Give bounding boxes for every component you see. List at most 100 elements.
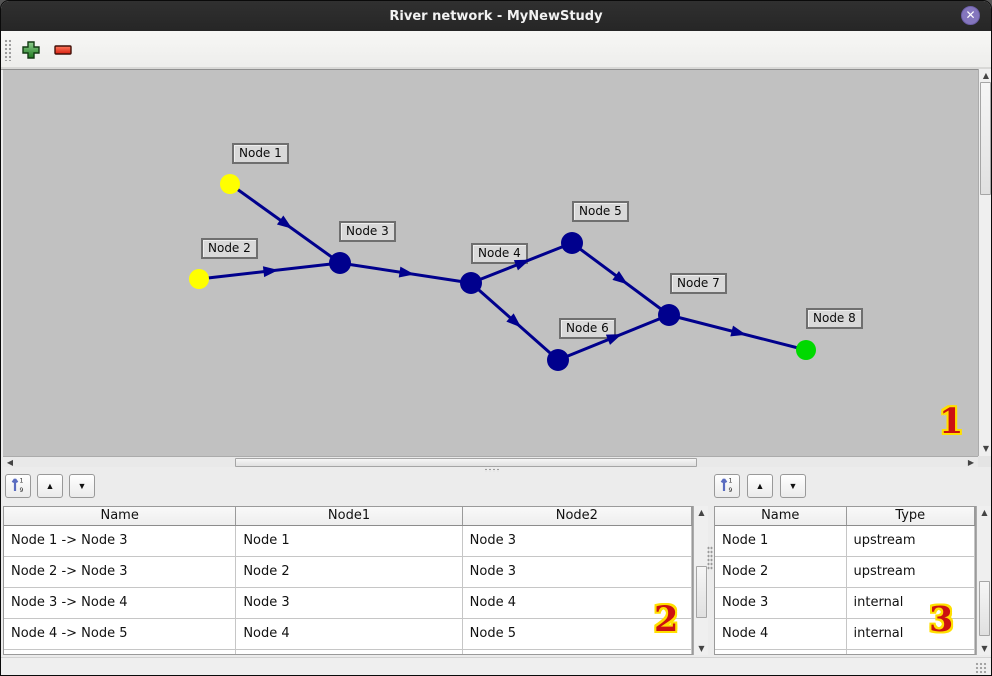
toolbar-drag-handle[interactable] [4, 39, 11, 61]
triangle-down-icon: ▼ [788, 481, 798, 491]
svg-text:1: 1 [20, 478, 24, 485]
scrollbar-corner [978, 456, 991, 467]
scroll-up-arrow-icon[interactable]: ▲ [698, 508, 705, 517]
node-circle[interactable] [189, 269, 209, 289]
nodes-vscroll-thumb[interactable] [979, 581, 990, 636]
links-sort-button[interactable]: 1 9 [5, 474, 31, 498]
node-circle[interactable] [329, 252, 351, 274]
close-button[interactable]: ✕ [961, 6, 980, 25]
sort-1-9-icon: 1 9 [11, 478, 24, 494]
edge-arrow-icon [506, 313, 522, 328]
table-cell: Node 2 [715, 557, 847, 587]
table-cell: internal [847, 619, 975, 649]
node-label: Node 4 [471, 243, 528, 264]
nodes-sort-button[interactable]: 1 9 [714, 474, 740, 498]
column-header[interactable]: Name [715, 507, 847, 525]
column-header[interactable]: Name [4, 507, 237, 525]
node-label: Node 8 [806, 308, 863, 329]
edge-arrow-icon [513, 259, 530, 271]
table-cell: Node 3 [463, 526, 692, 556]
table-cell [715, 650, 847, 654]
column-header[interactable]: Node2 [463, 507, 692, 525]
table-cell: Node 3 -> Node 4 [4, 588, 237, 618]
canvas-vscrollbar[interactable]: ▲ ▼ [978, 69, 991, 456]
canvas-hscrollbar[interactable]: ◀ ▶ [3, 456, 978, 467]
nodes-table-vscrollbar[interactable]: ▲ ▼ [976, 506, 991, 655]
svg-text:9: 9 [20, 487, 24, 493]
table-cell [236, 650, 463, 654]
edge-arrow-icon [262, 266, 279, 278]
node-label: Node 6 [559, 318, 616, 339]
links-move-down-button[interactable]: ▼ [69, 474, 95, 498]
table-cell: Node 2 [236, 557, 463, 587]
sort-1-9-icon: 1 9 [720, 478, 733, 494]
annotation-number: 1 [939, 401, 964, 442]
remove-node-button[interactable] [50, 37, 76, 63]
column-header[interactable]: Type [847, 507, 975, 525]
scroll-right-arrow-icon[interactable]: ▶ [967, 458, 975, 467]
add-node-button[interactable] [18, 37, 44, 63]
canvas-vscroll-thumb[interactable] [980, 82, 991, 195]
edge-arrow-icon [612, 271, 628, 285]
table-cell: upstream [847, 526, 975, 556]
scroll-down-arrow-icon[interactable]: ▼ [981, 644, 988, 653]
horizontal-splitter[interactable] [1, 467, 991, 473]
resize-grip[interactable] [975, 662, 988, 675]
scroll-down-arrow-icon[interactable]: ▼ [982, 444, 990, 453]
table-cell [4, 650, 237, 654]
node-circle[interactable] [796, 340, 816, 360]
table-cell: Node 1 [236, 526, 463, 556]
scroll-down-arrow-icon[interactable]: ▼ [698, 644, 705, 653]
node-circle[interactable] [658, 304, 680, 326]
annotation-number: 3 [929, 599, 954, 640]
vertical-splitter[interactable] [707, 546, 713, 570]
links-move-up-button[interactable]: ▲ [37, 474, 63, 498]
titlebar[interactable]: River network - MyNewStudy ✕ [1, 1, 991, 31]
table-cell: internal [847, 588, 975, 618]
table-cell: Node 4 -> Node 5 [4, 619, 237, 649]
nodes-move-up-button[interactable]: ▲ [747, 474, 773, 498]
network-graph [189, 174, 816, 371]
scroll-up-arrow-icon[interactable]: ▲ [981, 508, 988, 517]
triangle-up-icon: ▲ [755, 481, 765, 491]
node-circle[interactable] [547, 349, 569, 371]
links-table-vscrollbar[interactable]: ▲ ▼ [693, 506, 708, 655]
column-header[interactable]: Node1 [236, 507, 463, 525]
canvas-hscroll-thumb[interactable] [235, 458, 697, 467]
table-row[interactable] [715, 650, 975, 654]
node-label: Node 2 [201, 238, 258, 259]
table-cell: Node 4 [236, 619, 463, 649]
table-cell: Node 1 [715, 526, 847, 556]
table-cell: Node 3 [463, 557, 692, 587]
table-cell: Node 3 [236, 588, 463, 618]
table-cell: Node 2 -> Node 3 [4, 557, 237, 587]
edge-arrow-icon [276, 215, 293, 229]
table-cell [463, 650, 692, 654]
scroll-up-arrow-icon[interactable]: ▲ [982, 71, 990, 80]
scroll-left-arrow-icon[interactable]: ◀ [6, 458, 14, 467]
table-cell: Node 4 [463, 588, 692, 618]
table-cell: Node 3 [715, 588, 847, 618]
status-bar [1, 657, 991, 675]
triangle-down-icon: ▼ [77, 481, 87, 491]
table-row[interactable] [4, 650, 692, 654]
node-label: Node 3 [339, 221, 396, 242]
links-vscroll-thumb[interactable] [696, 566, 707, 618]
node-circle[interactable] [220, 174, 240, 194]
node-circle[interactable] [460, 272, 482, 294]
triangle-up-icon: ▲ [45, 481, 55, 491]
nodes-move-down-button[interactable]: ▼ [780, 474, 806, 498]
node-circle[interactable] [561, 232, 583, 254]
table-cell: Node 5 [463, 619, 692, 649]
table-cell: Node 4 [715, 619, 847, 649]
